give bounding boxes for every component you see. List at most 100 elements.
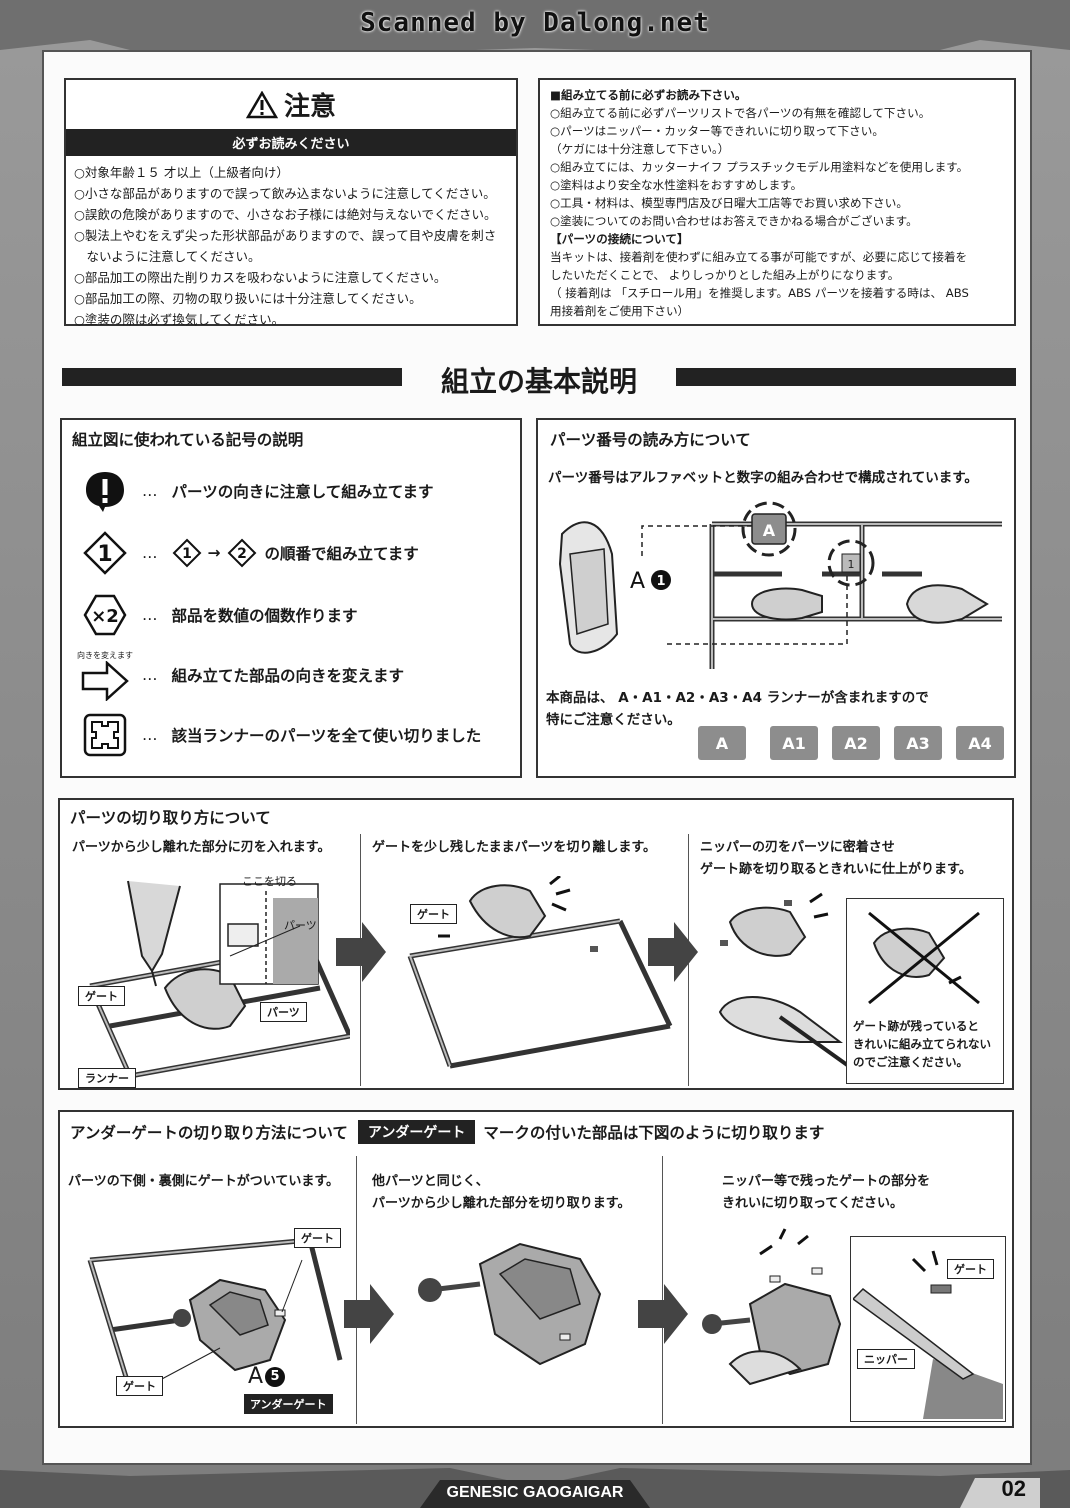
before-assembly-item: ○塗料はより安全な水性塗料をおすすめします。 (550, 178, 803, 192)
order-num-label: 1 (97, 542, 112, 567)
symbol-row: ×2 … 部品を数値の個数作ります (82, 592, 358, 638)
cutting-step1-illustration (87, 880, 350, 1079)
under-gate-step1: パーツの下側・裏側にゲートがついています。 (68, 1174, 340, 1189)
before-assembly-box: ■組み立てる前に必ずお読み下さい。 ○組み立てる前に必ずパーツリストで各パーツの… (538, 78, 1016, 326)
next-step-arrow-icon (344, 1284, 394, 1344)
symbol-desc: パーツの向きに注意して組み立てます (171, 483, 434, 501)
part-under-gate-badge: アンダーゲート (244, 1394, 333, 1414)
ng-line3: のでご注意ください。 (853, 1055, 968, 1069)
caution-item: ○誤飲の危険がありますので、小さなお子様には絶対与えないでください。 (74, 207, 497, 222)
caution-item: ○部品加工の際、刃物の取り扱いには十分注意してください。 (74, 291, 422, 306)
order-diamond-small-icon: 2 (227, 538, 256, 568)
part-number-desc: パーツ番号はアルファベットと数字の組み合わせで構成されています。 (548, 470, 978, 486)
connection-heading: 【パーツの接続について】 (550, 232, 689, 246)
order-diamond-small-icon: 1 (172, 538, 201, 568)
page-number: 02 (1001, 1476, 1026, 1501)
warning-triangle-icon (245, 91, 278, 119)
runner-note-line2: 特にご注意ください。 (546, 712, 681, 728)
before-assembly-item: ○塗装についてのお問い合わせはお答えできかねる場合がございます。 (550, 214, 918, 228)
symbols-box: 組立図に使われている記号の説明 … パーツの向きに注意して組み立てます 1 … … (60, 418, 522, 778)
before-assembly-item: ○組み立てには、カッターナイフ プラスチックモデル用塗料などを使用します。 (550, 160, 969, 174)
symbol-desc: 組み立てた部品の向きを変えます (171, 667, 405, 685)
divider (356, 1156, 357, 1424)
next-step-arrow-icon (638, 1284, 688, 1344)
before-assembly-item: （ケガには十分注意して下さい。） (550, 142, 730, 156)
gate-label: ゲート (410, 904, 457, 924)
next-step-arrow-icon (648, 922, 698, 982)
next-step-arrow-icon (336, 922, 386, 982)
before-assembly-item: ○パーツはニッパー・カッター等できれいに切り取って下さい。 (550, 124, 884, 138)
under-gate-step2-line2: パーツから少し離れた部分を切り取ります。 (372, 1196, 631, 1211)
connection-item: （ 接着剤は 「スチロール用」を推奨します。ABS パーツを接着する時は、 AB… (550, 286, 969, 300)
exclamation-icon (82, 468, 128, 514)
caution-list: ○対象年齢１５ 才以上（上級者向け） ○小さな部品がありますので誤って飲み込まな… (66, 162, 516, 330)
before-assembly-item: ○組み立てる前に必ずパーツリストで各パーツの有無を確認して下さい。 (550, 106, 931, 120)
part-label-letter: A (248, 1364, 264, 1389)
caution-item: ないように注意してください。 (74, 249, 261, 264)
symbols-title: 組立図に使われている記号の説明 (72, 431, 304, 449)
runner-tag-a: A (698, 726, 746, 760)
under-gate-step2-illustration (418, 1242, 602, 1366)
multiply-icon: ×2 (82, 592, 128, 638)
divider (662, 1156, 663, 1424)
runner-label: ランナー (78, 1068, 136, 1088)
nipper-label: ニッパー (857, 1349, 915, 1369)
part-label-num: 5 (265, 1366, 286, 1387)
symbol-dots: … (142, 666, 158, 684)
under-gate-step3-line2: きれいに切り取ってください。 (722, 1196, 903, 1211)
gate-label: ゲート (947, 1259, 994, 1279)
part-label-num: 1 (656, 574, 665, 589)
under-gate-step3-illustration (702, 1228, 842, 1386)
cutting-step1: パーツから少し離れた部分に刃を入れます。 (72, 840, 331, 855)
order-arrow: → (207, 544, 221, 562)
under-gate-step2-line1: 他パーツと同じく、 (372, 1174, 489, 1189)
symbol-desc: 部品を数値の個数作ります (171, 607, 358, 625)
before-assembly-heading: ■組み立てる前に必ずお読み下さい。 (550, 88, 747, 102)
runner-tag-a4: A4 (956, 726, 1004, 760)
under-gate-title-suffix: マークの付いた部品は下図のように切り取ります (483, 1124, 825, 1142)
runner-used-icon (82, 712, 128, 758)
part-label-letter: A (630, 569, 645, 594)
ng-box: ゲート跡が残っていると きれいに組み立てられない のでご注意ください。 (846, 898, 1004, 1084)
multiply-badge: ×2 (91, 606, 119, 627)
under-gate-box: アンダーゲートの切り取り方法について アンダーゲート マークの付いた部品は下図の… (58, 1110, 1014, 1428)
caution-item: ○製法上やむをえず尖った形状部品がありますので、誤って目や皮膚を刺さ (74, 228, 497, 243)
connection-item: 当キットは、接着剤を使わずに組み立てる事が可能ですが、必要に応じて接着を (550, 250, 968, 264)
gate-label: ゲート (116, 1376, 163, 1396)
runner-tag-label: A (763, 521, 776, 540)
cutting-step3-line2: ゲート跡を切り取るときれいに仕上がります。 (700, 862, 972, 877)
order-sequence: 1 → 2 (172, 538, 257, 568)
order-num-label: 2 (237, 546, 247, 562)
connection-item: 用接着剤をご使用下さい） (550, 304, 690, 318)
symbol-row: … 該当ランナーのパーツを全て使い切りました (82, 712, 481, 758)
caution-header: 注意 (66, 86, 516, 123)
caution-title: 注意 (283, 92, 336, 122)
part-inset-label: パーツ (284, 919, 317, 932)
part-number-box: パーツ番号の読み方について パーツ番号はアルファベットと数字の組み合わせで構成さ… (536, 418, 1016, 778)
ng-illustration (868, 911, 980, 1005)
cutting-step3-illustration (718, 892, 852, 1069)
cutting-step3-line1: ニッパーの刃をパーツに密着させ (700, 840, 895, 855)
caution-item: ○対象年齢１５ 才以上（上級者向け） (74, 165, 289, 180)
part-label: パーツ (260, 1002, 307, 1022)
before-assembly-list: ■組み立てる前に必ずお読み下さい。 ○組み立てる前に必ずパーツリストで各パーツの… (540, 80, 1014, 326)
symbol-row: … パーツの向きに注意して組み立てます (82, 468, 433, 514)
connection-item: したいただくことで、 よりしっかりとした組み上がりになります。 (550, 268, 900, 282)
runner-tag-a2: A2 (832, 726, 880, 760)
banner-bar-right (676, 368, 1016, 386)
gate-label: ゲート (294, 1228, 341, 1248)
symbol-dots: … (142, 544, 158, 562)
caution-item: ○塗装の際は必ず換気してください。 (74, 312, 285, 327)
caution-subtitle: 必ずお読みください (66, 129, 516, 156)
under-gate-header: アンダーゲートの切り取り方法について アンダーゲート マークの付いた部品は下図の… (70, 1120, 824, 1144)
cutting-box: パーツの切り取り方について パーツから少し離れた部分に刃を入れます。 ゲートを少… (58, 798, 1014, 1090)
cutting-step2-illustration (407, 876, 673, 1069)
runner-diagram: A 1 A 1 (558, 501, 1002, 669)
runner-tag-num: 1 (848, 558, 855, 571)
product-name: GENESIC GAOGAIGAR (446, 1484, 624, 1501)
scan-credit: Scanned by Dalong.net (360, 8, 710, 38)
cutting-step2: ゲートを少し残したままパーツを切り離します。 (372, 840, 657, 855)
cutting-title: パーツの切り取り方について (70, 809, 271, 827)
symbol-desc: 該当ランナーのパーツを全て使い切りました (171, 727, 482, 745)
